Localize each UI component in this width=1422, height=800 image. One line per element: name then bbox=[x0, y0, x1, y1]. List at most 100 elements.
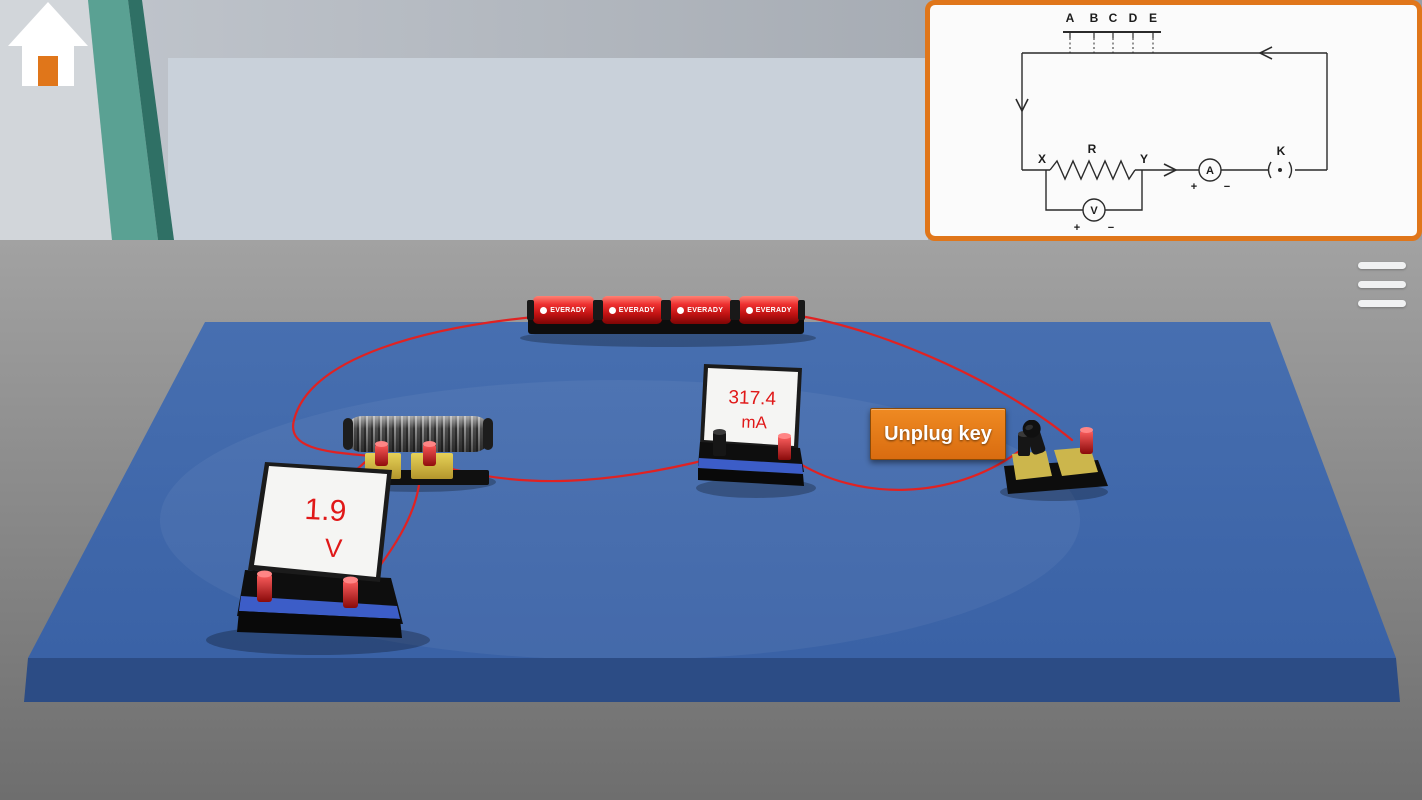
wire-battery-to-coil bbox=[291, 314, 547, 458]
tap-label-c: C bbox=[1109, 11, 1118, 25]
tap-label-b: B bbox=[1090, 11, 1099, 25]
voltmeter: 1.9 V bbox=[235, 458, 410, 648]
voltmeter-symbol-label: V bbox=[1090, 205, 1098, 217]
battery-cells: EVERADY EVERADY EVERADY EVERADY bbox=[527, 296, 805, 324]
voltmeter-branch-left bbox=[1045, 170, 1083, 211]
key-plug-handle[interactable] bbox=[1020, 420, 1048, 456]
ammeter-base-front bbox=[698, 468, 804, 486]
hamburger-menu-icon bbox=[1358, 281, 1406, 288]
home-button[interactable] bbox=[6, 0, 90, 88]
voltmeter-terminal-right-top bbox=[343, 576, 358, 584]
tap-dashed-leads bbox=[1069, 38, 1154, 53]
voltmeter-terminal-right[interactable] bbox=[343, 580, 358, 608]
ammeter-reading: 317.4 bbox=[728, 387, 777, 410]
teal-pillar-shade bbox=[128, 0, 174, 240]
ammeter-face bbox=[704, 368, 798, 446]
voltmeter-terminal-left[interactable] bbox=[257, 574, 272, 602]
battery-brand: EVERADY bbox=[602, 296, 663, 324]
circuit-lines bbox=[1015, 31, 1328, 222]
key-terminal-red-top bbox=[1080, 427, 1093, 433]
key-dot bbox=[1278, 168, 1282, 172]
voltmeter-unit: V bbox=[324, 533, 344, 564]
battery-logo-icon bbox=[608, 306, 616, 314]
battery-pack: EVERADY EVERADY EVERADY EVERADY bbox=[527, 294, 805, 338]
table-front bbox=[24, 658, 1400, 702]
tap-label-e: E bbox=[1149, 11, 1157, 25]
voltmeter-base-stripe bbox=[239, 596, 400, 619]
battery-logo-icon bbox=[677, 306, 685, 314]
node-y-label: Y bbox=[1140, 152, 1148, 166]
voltmeter-face bbox=[254, 466, 387, 577]
voltmeter-base-front bbox=[237, 611, 402, 638]
current-arrow-top bbox=[1258, 46, 1273, 60]
coil-terminal-left[interactable] bbox=[375, 441, 388, 466]
battery-brand: EVERADY bbox=[670, 296, 731, 324]
current-arrow-bottom bbox=[1163, 163, 1178, 177]
key-label: K bbox=[1277, 144, 1286, 158]
home-roof bbox=[8, 2, 88, 46]
menu-button[interactable] bbox=[1358, 262, 1406, 307]
ammeter-terminal-black[interactable] bbox=[713, 432, 726, 456]
key-contact-right bbox=[1288, 161, 1293, 179]
battery-brand-text: EVERADY bbox=[618, 306, 655, 314]
circuit-diagram-panel: A B C D E X R Y A + − K V + − bbox=[925, 0, 1422, 241]
key-plug-highlight bbox=[1025, 424, 1034, 431]
battery-logo-icon bbox=[540, 306, 548, 314]
ammeter-unit: mA bbox=[741, 413, 768, 433]
wire-key-to-battery bbox=[798, 314, 1074, 442]
voltmeter-plus: + bbox=[1074, 222, 1080, 234]
tap-ticks bbox=[1069, 32, 1154, 38]
voltmeter-branch-right bbox=[1105, 170, 1143, 211]
voltmeter-terminal-left-top bbox=[257, 570, 272, 578]
home-door bbox=[38, 56, 58, 86]
battery-brand-text: EVERADY bbox=[550, 306, 587, 314]
resistance-coil bbox=[343, 416, 495, 488]
battery-cell: EVERADY bbox=[527, 296, 599, 324]
coil-end-cap bbox=[343, 418, 353, 450]
battery-brand-text: EVERADY bbox=[755, 306, 792, 314]
ammeter-symbol-label: A bbox=[1206, 165, 1214, 177]
resistor-symbol bbox=[1049, 159, 1136, 181]
battery-cell: EVERADY bbox=[732, 296, 805, 324]
voltmeter-symbol-circle bbox=[1082, 198, 1106, 222]
home-icon bbox=[8, 2, 88, 86]
battery-brand: EVERADY bbox=[533, 296, 594, 324]
ammeter-terminal-black-top bbox=[713, 429, 726, 435]
unplug-key-button[interactable]: Unplug key bbox=[870, 408, 1006, 460]
node-x-label: X bbox=[1038, 152, 1046, 166]
resistor-label: R bbox=[1088, 142, 1097, 156]
teal-pillar bbox=[88, 0, 158, 240]
battery-brand-text: EVERADY bbox=[687, 306, 724, 314]
key-terminal-black[interactable] bbox=[1018, 434, 1030, 456]
battery-cell: EVERADY bbox=[664, 296, 736, 324]
key-block-right bbox=[1054, 447, 1098, 476]
coil-winding bbox=[345, 416, 491, 452]
key-terminal-red[interactable] bbox=[1080, 430, 1093, 454]
coil-terminal-right[interactable] bbox=[423, 441, 436, 466]
current-arrow-left bbox=[1015, 98, 1029, 113]
plug-key-device[interactable] bbox=[1002, 420, 1108, 498]
tap-label-a: A bbox=[1066, 11, 1075, 25]
voltmeter-reading: 1.9 bbox=[304, 493, 347, 528]
voltmeter-terminals[interactable] bbox=[257, 570, 358, 609]
circuit-labels: A B C D E X R Y A + − K V + − bbox=[1038, 11, 1286, 234]
wire-ammeter-to-key bbox=[792, 450, 1020, 491]
coil-end-cap bbox=[483, 418, 493, 450]
ammeter-terminal-red-top bbox=[778, 433, 791, 439]
circuit-diagram: A B C D E X R Y A + − K V + − bbox=[1015, 11, 1328, 234]
ammeter-plus: + bbox=[1191, 181, 1197, 193]
hamburger-menu-icon bbox=[1358, 262, 1406, 269]
unplug-key-label: Unplug key bbox=[884, 422, 992, 445]
tap-label-d: D bbox=[1129, 11, 1138, 25]
battery-brand: EVERADY bbox=[739, 296, 800, 324]
ammeter-minus: − bbox=[1224, 181, 1230, 193]
ammeter-terminal-red[interactable] bbox=[778, 436, 791, 460]
battery-logo-icon bbox=[745, 306, 753, 314]
hamburger-menu-icon bbox=[1358, 300, 1406, 307]
whiteboard bbox=[168, 58, 928, 240]
key-block-left bbox=[1012, 451, 1052, 480]
key-contact-left bbox=[1267, 161, 1272, 179]
voltmeter-minus: − bbox=[1108, 222, 1114, 234]
ammeter-base-stripe bbox=[698, 458, 803, 474]
